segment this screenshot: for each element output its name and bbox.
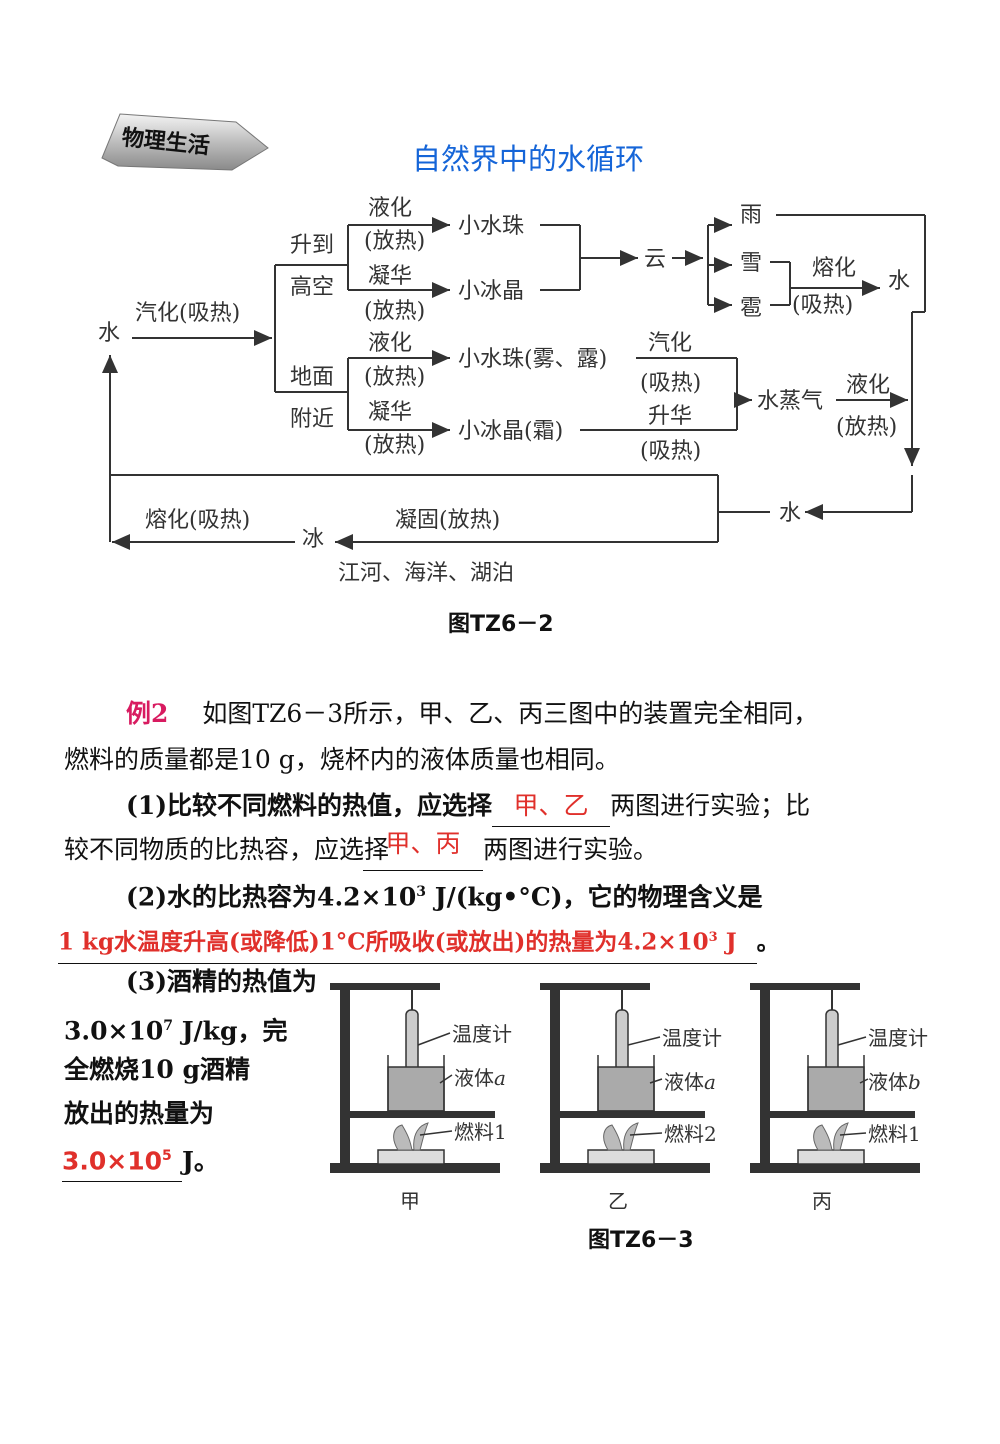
question-2-line-1: (2)水的比热容为4.2×103 J/(kg•°C)，它的物理含义是 <box>126 872 763 917</box>
liquid-label-jia: 液体a <box>454 1066 506 1090</box>
lower-liquefy-heat: (放热) <box>364 365 425 390</box>
q3-value-post: J/kg，完 <box>172 1016 288 1046</box>
q1-blank-2: 甲、丙 <box>363 829 484 871</box>
vapor-liquefy-heat: (放热) <box>836 415 897 440</box>
q1-text-a: (1)比较不同燃料的热值，应选择 <box>126 791 493 820</box>
evaporation-label: 汽化(吸热) <box>135 301 240 326</box>
q3-value-exp: 7 <box>163 1018 173 1034</box>
q2-exponent: 3 <box>416 884 427 900</box>
lower-water-label: 水 <box>779 501 801 526</box>
figure-caption-tz6-3: 图TZ6－3 <box>588 1228 694 1253</box>
hail-label: 雹 <box>740 296 762 321</box>
upper-deposit-label: 凝华 <box>368 264 412 289</box>
high-air-label-2: 高空 <box>290 275 334 300</box>
vapor-liquefy-label: 液化 <box>846 373 890 398</box>
fog-dew-label: 小水珠(雾、露) <box>458 347 607 372</box>
vaporize-heat: (吸热) <box>640 371 701 396</box>
question-1-line-2: 较不同物质的比热容，应选择甲、丙两图进行实验。 <box>64 829 659 871</box>
q1-text-b: 两图进行实验；比 <box>610 791 811 820</box>
setup-label-jia: 甲 <box>400 1189 420 1213</box>
setup-jia <box>330 983 500 1173</box>
thermometer-label-yi: 温度计 <box>662 1026 722 1050</box>
small-ice-label: 小冰晶 <box>458 279 524 304</box>
example-intro-2: 燃料的质量都是10 g，烧杯内的液体质量也相同。 <box>64 745 620 774</box>
upper-deposit-heat: (放热) <box>364 299 425 324</box>
q1-text-d: 两图进行实验。 <box>483 835 659 864</box>
q3-answer-blank: 3.0×105 <box>62 1136 182 1183</box>
q3-value-pre: 3.0×10 <box>64 1016 164 1046</box>
q1-blank-1: 甲、乙 <box>492 786 611 827</box>
frost-label: 小冰晶(霜) <box>458 419 563 444</box>
ice-label: 冰 <box>302 527 324 552</box>
q1-answer-2: 甲、丙 <box>385 829 461 858</box>
question-2-answer-line: 1 kg水温度升高(或降低)1°C所吸收(或放出)的热量为4.2×103 J。 <box>58 918 780 964</box>
source-water-label: 水 <box>98 321 120 346</box>
fuel-label-bing: 燃料1 <box>868 1122 921 1146</box>
q3-line-b: 3.0×107 J/kg，完 <box>64 1006 287 1051</box>
near-ground-label-2: 附近 <box>290 407 334 432</box>
q1-text-c: 较不同物质的比热容，应选择 <box>64 835 390 864</box>
lower-liquefy-label: 液化 <box>368 331 412 356</box>
rain-label: 雨 <box>740 203 762 228</box>
freeze-release-label: 凝固(放热) <box>395 508 500 533</box>
q3-text-c: 全燃烧10 g酒精 <box>64 1055 250 1084</box>
q2-answer-a: 1 kg水温度升高(或降低)1°C所吸收(或放出)的热量为4.2×10 <box>58 928 709 956</box>
upper-liquefy-label: 液化 <box>368 196 412 221</box>
sublimate-heat: (吸热) <box>640 439 701 464</box>
example-intro-1: 如图TZ6－3所示，甲、乙、丙三图中的装置完全相同， <box>202 699 819 728</box>
fuel-label-jia: 燃料1 <box>454 1120 507 1144</box>
liquid-label-bing: 液体b <box>868 1070 921 1094</box>
q3-text-d: 放出的热量为 <box>64 1099 215 1128</box>
upper-water-label: 水 <box>888 269 910 294</box>
lower-deposit-heat: (放热) <box>364 433 425 458</box>
q2-answer-exponent: 3 <box>708 930 718 945</box>
example-label: 例2 <box>126 699 169 728</box>
q2-text-a: (2)水的比热容为4.2×10 <box>126 882 417 912</box>
q3-answer-pre: 3.0×10 <box>62 1146 163 1176</box>
cloud-label: 云 <box>644 247 666 272</box>
fuel-label-yi: 燃料2 <box>664 1122 717 1146</box>
snow-label: 雪 <box>740 251 762 276</box>
high-air-label-1: 升到 <box>290 233 334 258</box>
question-1-line-1: (1)比较不同燃料的热值，应选择甲、乙两图进行实验；比 <box>126 786 810 827</box>
lower-deposit-label: 凝华 <box>368 400 412 425</box>
q1-answer-1: 甲、乙 <box>513 791 589 820</box>
example-line-1: 例2 如图TZ6－3所示，甲、乙、丙三图中的装置完全相同， <box>126 694 818 734</box>
liquid-label-yi: 液体a <box>664 1070 716 1094</box>
small-droplets-label: 小水珠 <box>458 214 524 239</box>
upper-liquefy-heat: (放热) <box>364 229 425 254</box>
q2-answer-blank: 1 kg水温度升高(或降低)1°C所吸收(或放出)的热量为4.2×103 J <box>58 918 757 964</box>
vaporize-label: 汽化 <box>648 331 692 356</box>
melt-absorb-label: 熔化(吸热) <box>145 508 250 533</box>
water-cycle-diagram: 水 汽化(吸热) 升到 高空 地面 附近 液化 (放热) 凝华 (放热) 小水珠… <box>98 196 926 586</box>
water-bodies-label: 江河、海洋、湖泊 <box>338 561 514 586</box>
q3-answer-exp: 5 <box>162 1148 172 1164</box>
apparatus-figure: 温度计 液体a 燃料1 温度计 液体a 燃料2 温度计 液体b 燃料1 甲 乙 … <box>330 982 928 1213</box>
section-title: 自然界中的水循环 <box>412 142 645 176</box>
melt-label: 熔化 <box>812 256 856 281</box>
q2-text-b: J/(kg•°C)，它的物理含义是 <box>426 882 763 912</box>
melt-heat-label: (吸热) <box>792 293 853 318</box>
thermometer-label-bing: 温度计 <box>868 1026 928 1050</box>
q3-end: J。 <box>182 1146 219 1176</box>
setup-label-yi: 乙 <box>608 1189 628 1213</box>
q2-answer-b: J <box>717 928 737 956</box>
setup-label-bing: 丙 <box>812 1189 832 1213</box>
thermometer-label-jia: 温度计 <box>452 1022 512 1046</box>
figure-caption-tz6-2: 图TZ6－2 <box>448 612 554 637</box>
q2-end: 。 <box>756 928 780 956</box>
near-ground-label-1: 地面 <box>290 365 334 390</box>
q3-text-a: (3)酒精的热值为 <box>126 967 318 996</box>
sublimate-label: 升华 <box>648 404 692 429</box>
section-badge-arrow <box>101 113 269 171</box>
vapor-label: 水蒸气 <box>757 389 823 414</box>
